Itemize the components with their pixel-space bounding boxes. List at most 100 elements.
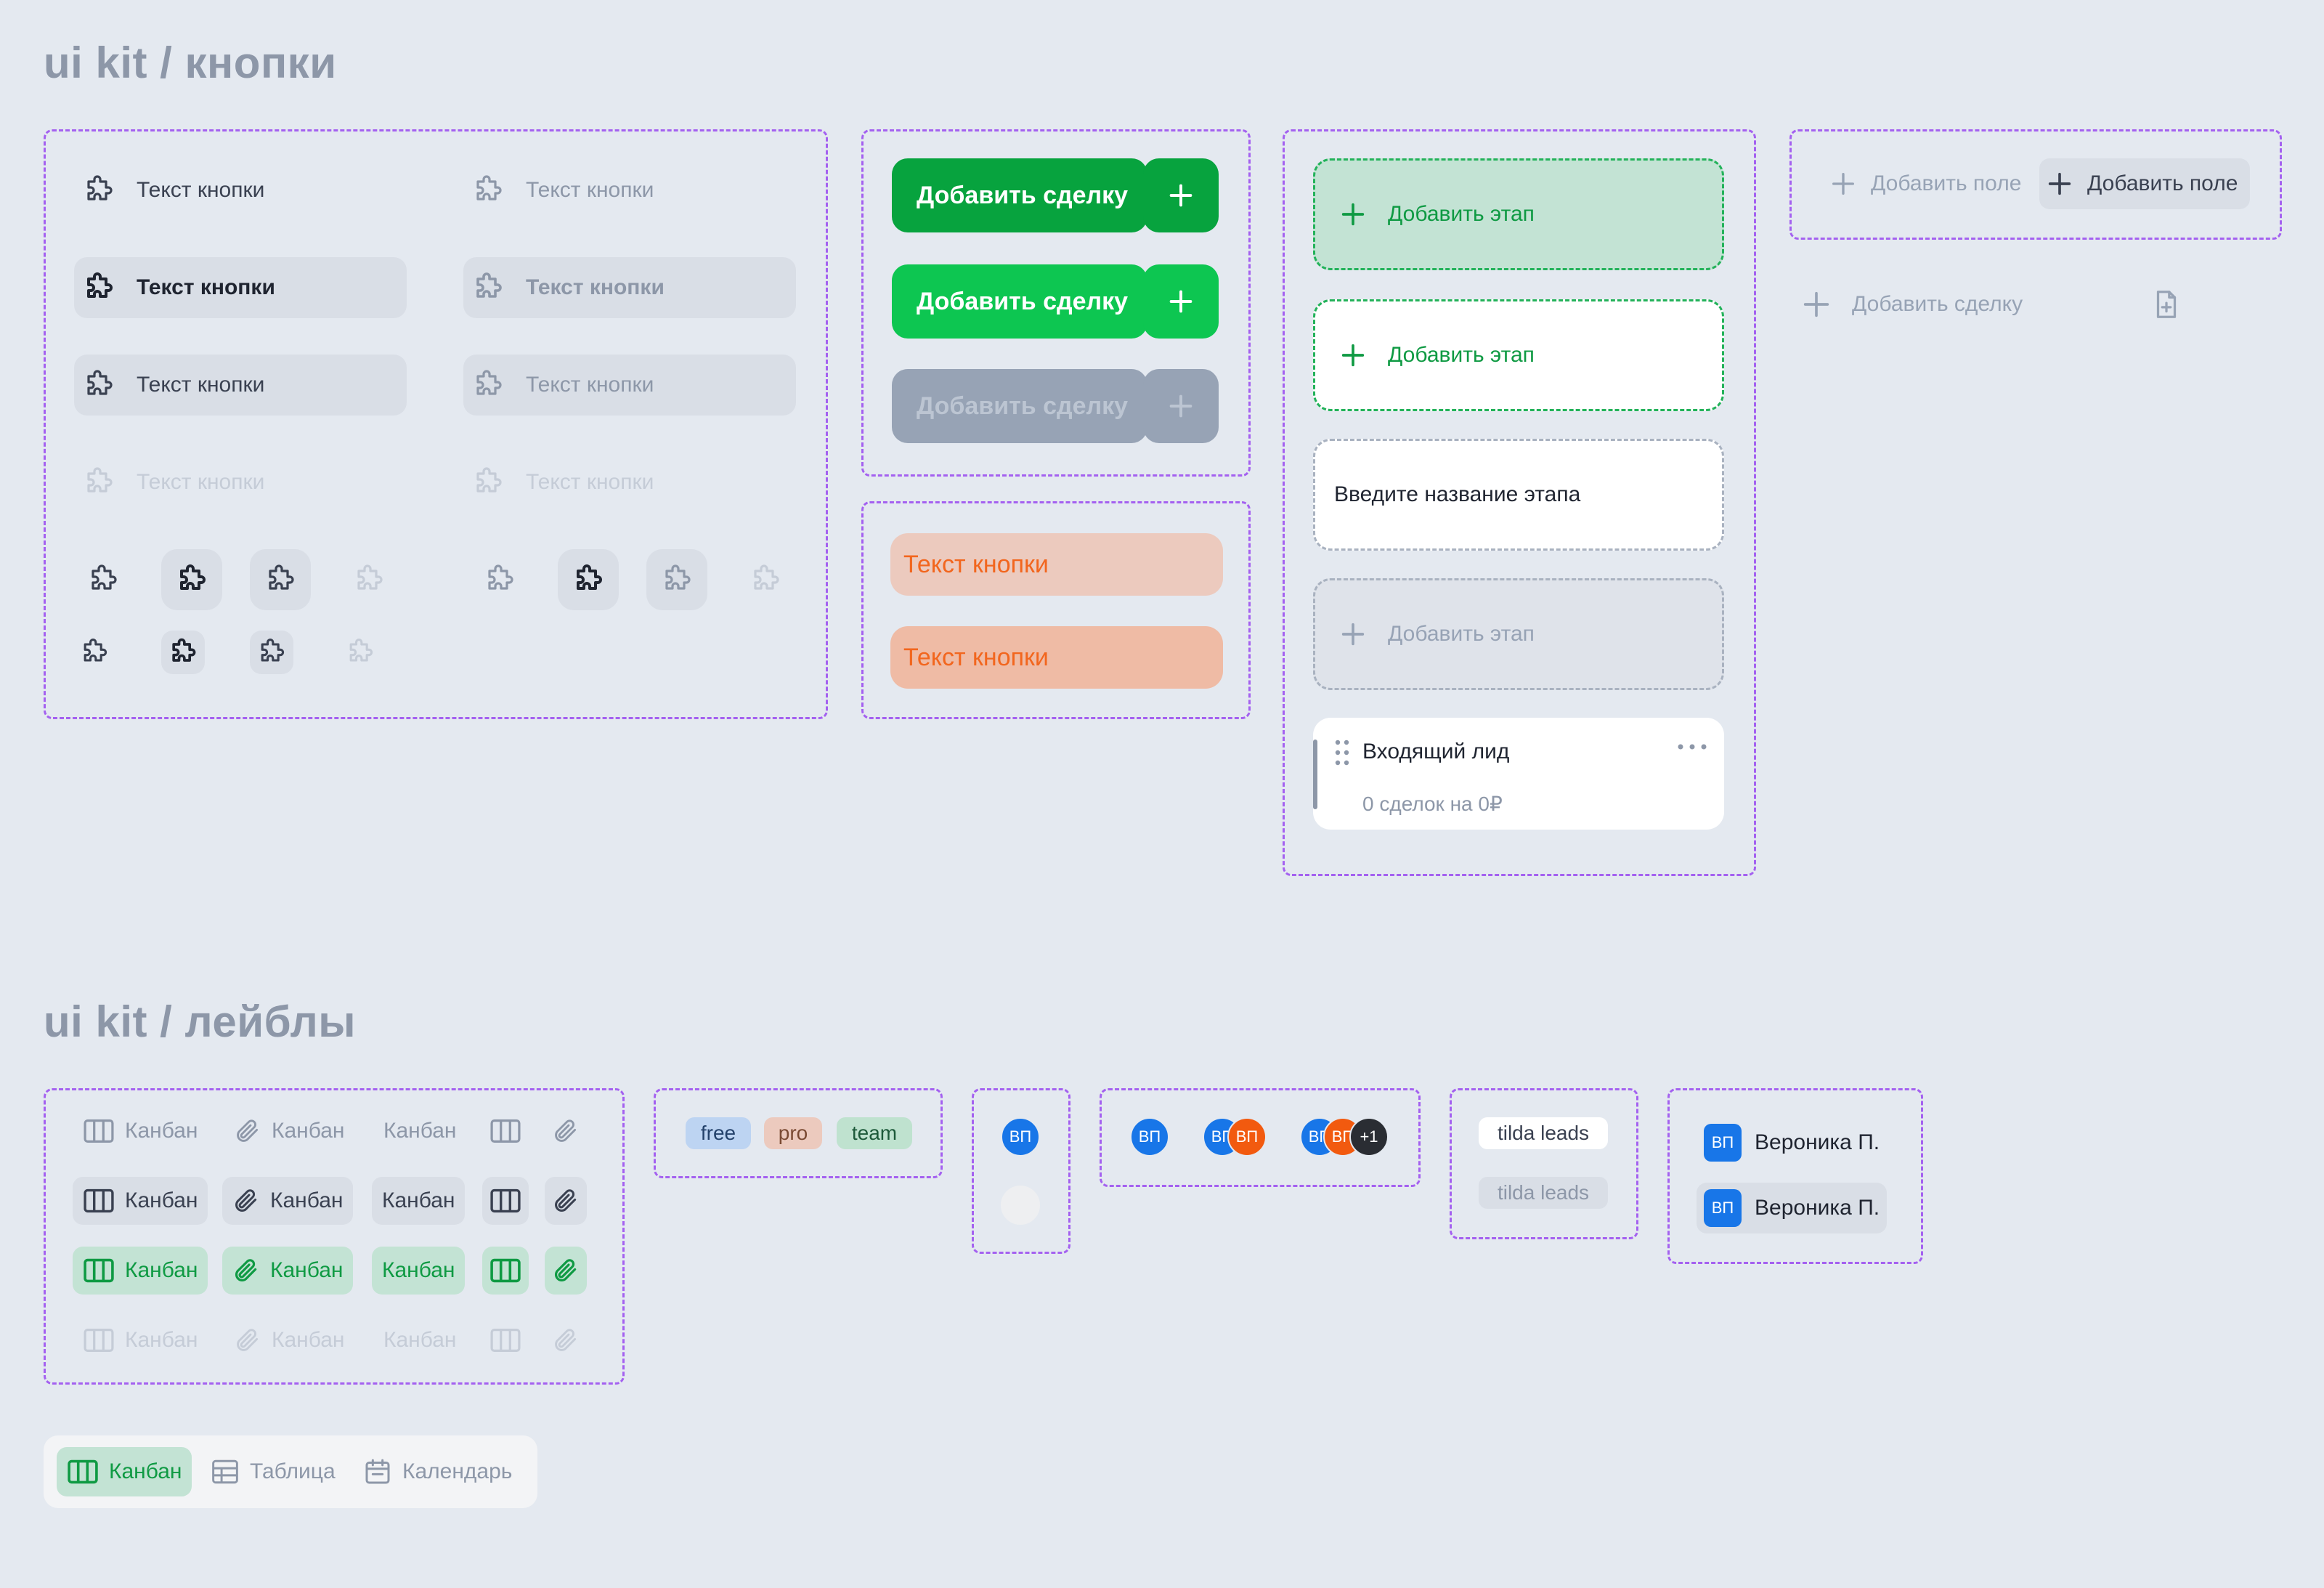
text-label-default[interactable]: Канбан: [373, 1107, 466, 1155]
add-deal-plus-button-default[interactable]: [1143, 264, 1219, 339]
paperclip-icon-label-default[interactable]: [545, 1107, 587, 1155]
paperclip-icon-label-disabled[interactable]: [545, 1316, 587, 1364]
kanban-icon: [83, 1327, 115, 1353]
puzzle-icon: [471, 173, 505, 208]
tag-tilda-leads-hover[interactable]: tilda leads: [1479, 1177, 1608, 1209]
icon-button-small-default[interactable]: [73, 631, 116, 674]
kanban-icon: [489, 1327, 521, 1353]
icon-button-disabled[interactable]: [338, 549, 399, 610]
kanban-label-text: Канбан: [125, 1258, 198, 1282]
more-options-icon[interactable]: [1676, 742, 1708, 751]
icon-button-default[interactable]: [73, 549, 134, 610]
add-field-label: Добавить поле: [1871, 171, 2022, 195]
icon-button-small-disabled[interactable]: [338, 631, 382, 674]
text-button-disabled[interactable]: Текст кнопки: [74, 452, 407, 513]
kanban-icon-label-disabled[interactable]: [482, 1316, 529, 1364]
add-deal-button-default[interactable]: Добавить сделку: [892, 264, 1147, 339]
plus-icon: [1829, 169, 1858, 198]
icon-button-small-hover[interactable]: [250, 631, 293, 674]
add-deal-label: Добавить сделку: [917, 287, 1129, 315]
icon-button-muted-hover[interactable]: [646, 549, 707, 610]
kanban-label-default[interactable]: Канбан: [73, 1107, 208, 1155]
text-button-pressed[interactable]: Текст кнопки: [74, 257, 407, 318]
plan-badge-team: team: [837, 1117, 912, 1149]
text-button-muted-pressed[interactable]: Текст кнопки: [463, 257, 796, 318]
add-field-button-default[interactable]: Добавить поле: [1819, 158, 2031, 209]
user-labels-frame: [1667, 1088, 1923, 1264]
add-field-button-hover[interactable]: Добавить поле: [2039, 158, 2250, 209]
icon-button-pressed[interactable]: [161, 549, 222, 610]
add-field-frame: [1789, 129, 2282, 240]
text-button-label: Текст кнопки: [137, 275, 275, 299]
view-tab-kanban[interactable]: Канбан: [57, 1447, 192, 1496]
text-label-disabled[interactable]: Канбан: [373, 1316, 466, 1364]
icon-button-hover[interactable]: [250, 549, 311, 610]
puzzle-icon: [482, 562, 517, 597]
kanban-icon-label-active[interactable]: [482, 1247, 529, 1295]
view-tab-calendar[interactable]: Календарь: [353, 1447, 522, 1496]
paperclip-icon: [552, 1117, 580, 1145]
add-deal-button-pressed[interactable]: Добавить сделку: [892, 158, 1147, 232]
avatar: ВП: [1001, 1117, 1040, 1156]
text-button-muted-hover[interactable]: Текст кнопки: [463, 355, 796, 416]
kanban-label-disabled[interactable]: Канбан: [73, 1316, 208, 1364]
text-label-hover[interactable]: Канбан: [372, 1177, 466, 1225]
orange-text-button-hover[interactable]: Текст кнопки: [890, 626, 1223, 689]
puzzle-icon: [471, 270, 505, 305]
orange-buttons-frame: [861, 501, 1251, 719]
attach-label-active[interactable]: Канбан: [222, 1247, 354, 1295]
text-button-muted-default[interactable]: Текст кнопки: [463, 160, 796, 221]
avatar-more-count[interactable]: +1: [1349, 1117, 1389, 1156]
kanban-icon-label-default[interactable]: [482, 1107, 529, 1155]
add-stage-button-hover[interactable]: Добавить этап: [1313, 158, 1724, 270]
add-field-label: Добавить поле: [2087, 171, 2238, 195]
stage-card[interactable]: Входящий лид 0 сделок на 0₽: [1313, 718, 1724, 830]
add-deal-button-disabled[interactable]: Добавить сделку: [892, 369, 1147, 443]
user-name: Вероника П.: [1755, 1130, 1880, 1154]
plus-icon: [1166, 181, 1195, 210]
icon-button-muted-disabled[interactable]: [735, 549, 796, 610]
kanban-icon: [83, 1257, 115, 1284]
attach-label-hover[interactable]: Канбан: [222, 1177, 354, 1225]
stage-name-input[interactable]: Введите название этапа: [1313, 439, 1724, 551]
paperclip-icon: [552, 1187, 580, 1215]
icon-button-muted-pressed[interactable]: [558, 549, 619, 610]
paperclip-icon-label-active[interactable]: [545, 1247, 587, 1295]
plus-icon: [2045, 169, 2074, 198]
text-button-default[interactable]: Текст кнопки: [74, 160, 407, 221]
add-file-icon[interactable]: [2150, 288, 2183, 321]
add-stage-button-default[interactable]: Добавить этап: [1313, 299, 1724, 411]
text-button-label: Текст кнопки: [526, 470, 654, 494]
kanban-label-text: Канбан: [270, 1258, 344, 1282]
text-label-active[interactable]: Канбан: [372, 1247, 466, 1295]
add-stage-button-disabled[interactable]: Добавить этап: [1313, 578, 1724, 690]
text-button-label: Текст кнопки: [526, 373, 654, 397]
kanban-icon: [489, 1188, 521, 1214]
kanban-label-hover[interactable]: Канбан: [73, 1177, 208, 1225]
text-button-hover[interactable]: Текст кнопки: [74, 355, 407, 416]
add-deal-text-button[interactable]: Добавить сделку: [1794, 279, 2028, 330]
kanban-label-active[interactable]: Канбан: [73, 1247, 208, 1295]
view-tab-table[interactable]: Таблица: [200, 1447, 346, 1496]
tag-tilda-leads-default[interactable]: tilda leads: [1479, 1117, 1608, 1149]
add-deal-plus-button-disabled[interactable]: [1143, 369, 1219, 443]
attach-label-disabled[interactable]: Канбан: [224, 1316, 354, 1364]
orange-button-label: Текст кнопки: [903, 550, 1049, 578]
user-label-hover[interactable]: ВП Вероника П.: [1697, 1183, 1888, 1233]
paperclip-icon-label-hover[interactable]: [545, 1177, 587, 1225]
text-button-muted-disabled[interactable]: Текст кнопки: [463, 452, 796, 513]
puzzle-icon: [748, 562, 783, 597]
kanban-icon: [489, 1257, 521, 1284]
puzzle-icon: [659, 562, 694, 597]
drag-handle-icon[interactable]: [1332, 738, 1352, 767]
puzzle-icon: [174, 562, 209, 597]
orange-text-button-default[interactable]: Текст кнопки: [890, 533, 1223, 596]
attach-label-default[interactable]: Канбан: [224, 1107, 354, 1155]
avatar-placeholder: [1001, 1186, 1040, 1225]
add-deal-plus-button-pressed[interactable]: [1143, 158, 1219, 232]
user-label-default[interactable]: ВП Вероника П.: [1697, 1117, 1887, 1168]
icon-button-muted-default[interactable]: [469, 549, 530, 610]
kanban-icon-label-hover[interactable]: [482, 1177, 529, 1225]
icon-button-small-pressed[interactable]: [161, 631, 205, 674]
stage-card-subtitle: 0 сделок на 0₽: [1362, 793, 1503, 815]
